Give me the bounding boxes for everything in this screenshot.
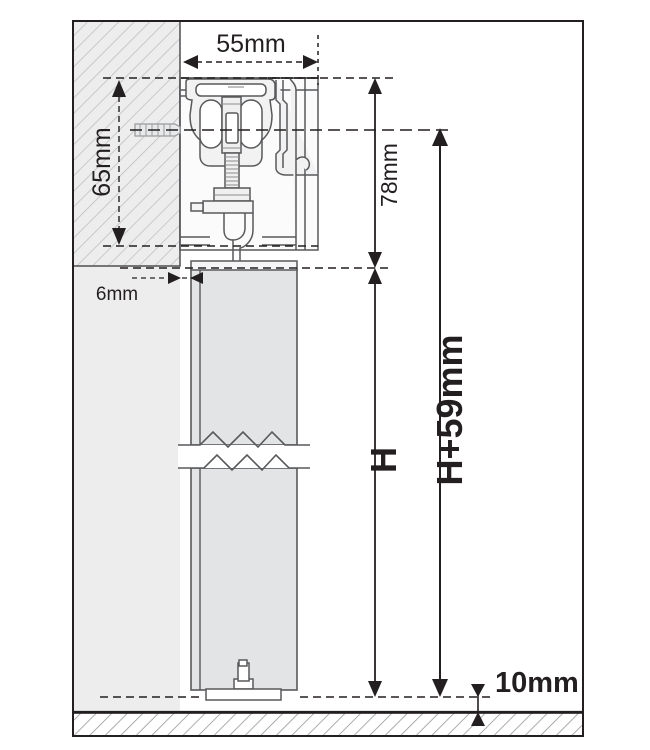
dimension-H: H <box>363 268 404 697</box>
dimension-label-65mm: 65mm <box>88 127 116 196</box>
dimension-label-H: H <box>363 447 404 473</box>
drawing-frame <box>72 20 584 737</box>
arrow-left-6 <box>190 272 203 284</box>
dimension-H59mm: H+59mm <box>429 128 470 697</box>
wall-lower-fill <box>73 266 180 714</box>
wall <box>72 20 181 714</box>
floor <box>72 710 584 737</box>
dimension-label-55mm: 55mm <box>216 30 285 58</box>
dimension-55mm: 55mm <box>183 30 318 69</box>
dimension-10mm: 10mm <box>471 667 579 726</box>
break-gap <box>178 445 310 468</box>
arrow-down-10 <box>471 684 485 697</box>
hanger-bracket <box>190 152 254 261</box>
arrow-up-H <box>368 268 382 284</box>
wall-hatched-section <box>72 20 181 267</box>
floor-hatched-section <box>72 712 584 737</box>
arrow-up-78 <box>368 78 382 94</box>
arrow-right-55 <box>303 55 318 69</box>
dimension-65mm: 65mm <box>88 80 126 245</box>
arrow-down-65 <box>112 228 126 245</box>
dimension-78mm: 78mm <box>368 78 402 268</box>
roller-carriage <box>221 96 242 154</box>
floor-guide <box>205 659 282 701</box>
arrow-left-55 <box>183 55 198 69</box>
arrow-up-10 <box>471 712 485 726</box>
track-profile <box>179 77 319 251</box>
door-panel-upper <box>190 268 298 446</box>
arrow-down-78 <box>368 252 382 268</box>
break-symbol <box>178 430 310 472</box>
arrow-right-6 <box>168 272 181 284</box>
extension-lines <box>100 35 490 698</box>
arrow-up-H59 <box>432 128 448 146</box>
arrow-down-H59 <box>432 679 448 697</box>
dimension-label-6mm: 6mm <box>96 284 138 305</box>
dimension-label-H59mm: H+59mm <box>429 334 470 485</box>
door-panel-lower <box>190 467 298 691</box>
door-panel-top-rail <box>190 260 298 271</box>
door-panel <box>178 260 310 691</box>
arrow-up-65 <box>112 80 126 97</box>
dimension-6mm: 6mm <box>96 272 203 305</box>
dimension-label-78mm: 78mm <box>376 143 402 207</box>
dimension-label-10mm: 10mm <box>495 667 579 699</box>
arrow-down-H <box>368 681 382 697</box>
